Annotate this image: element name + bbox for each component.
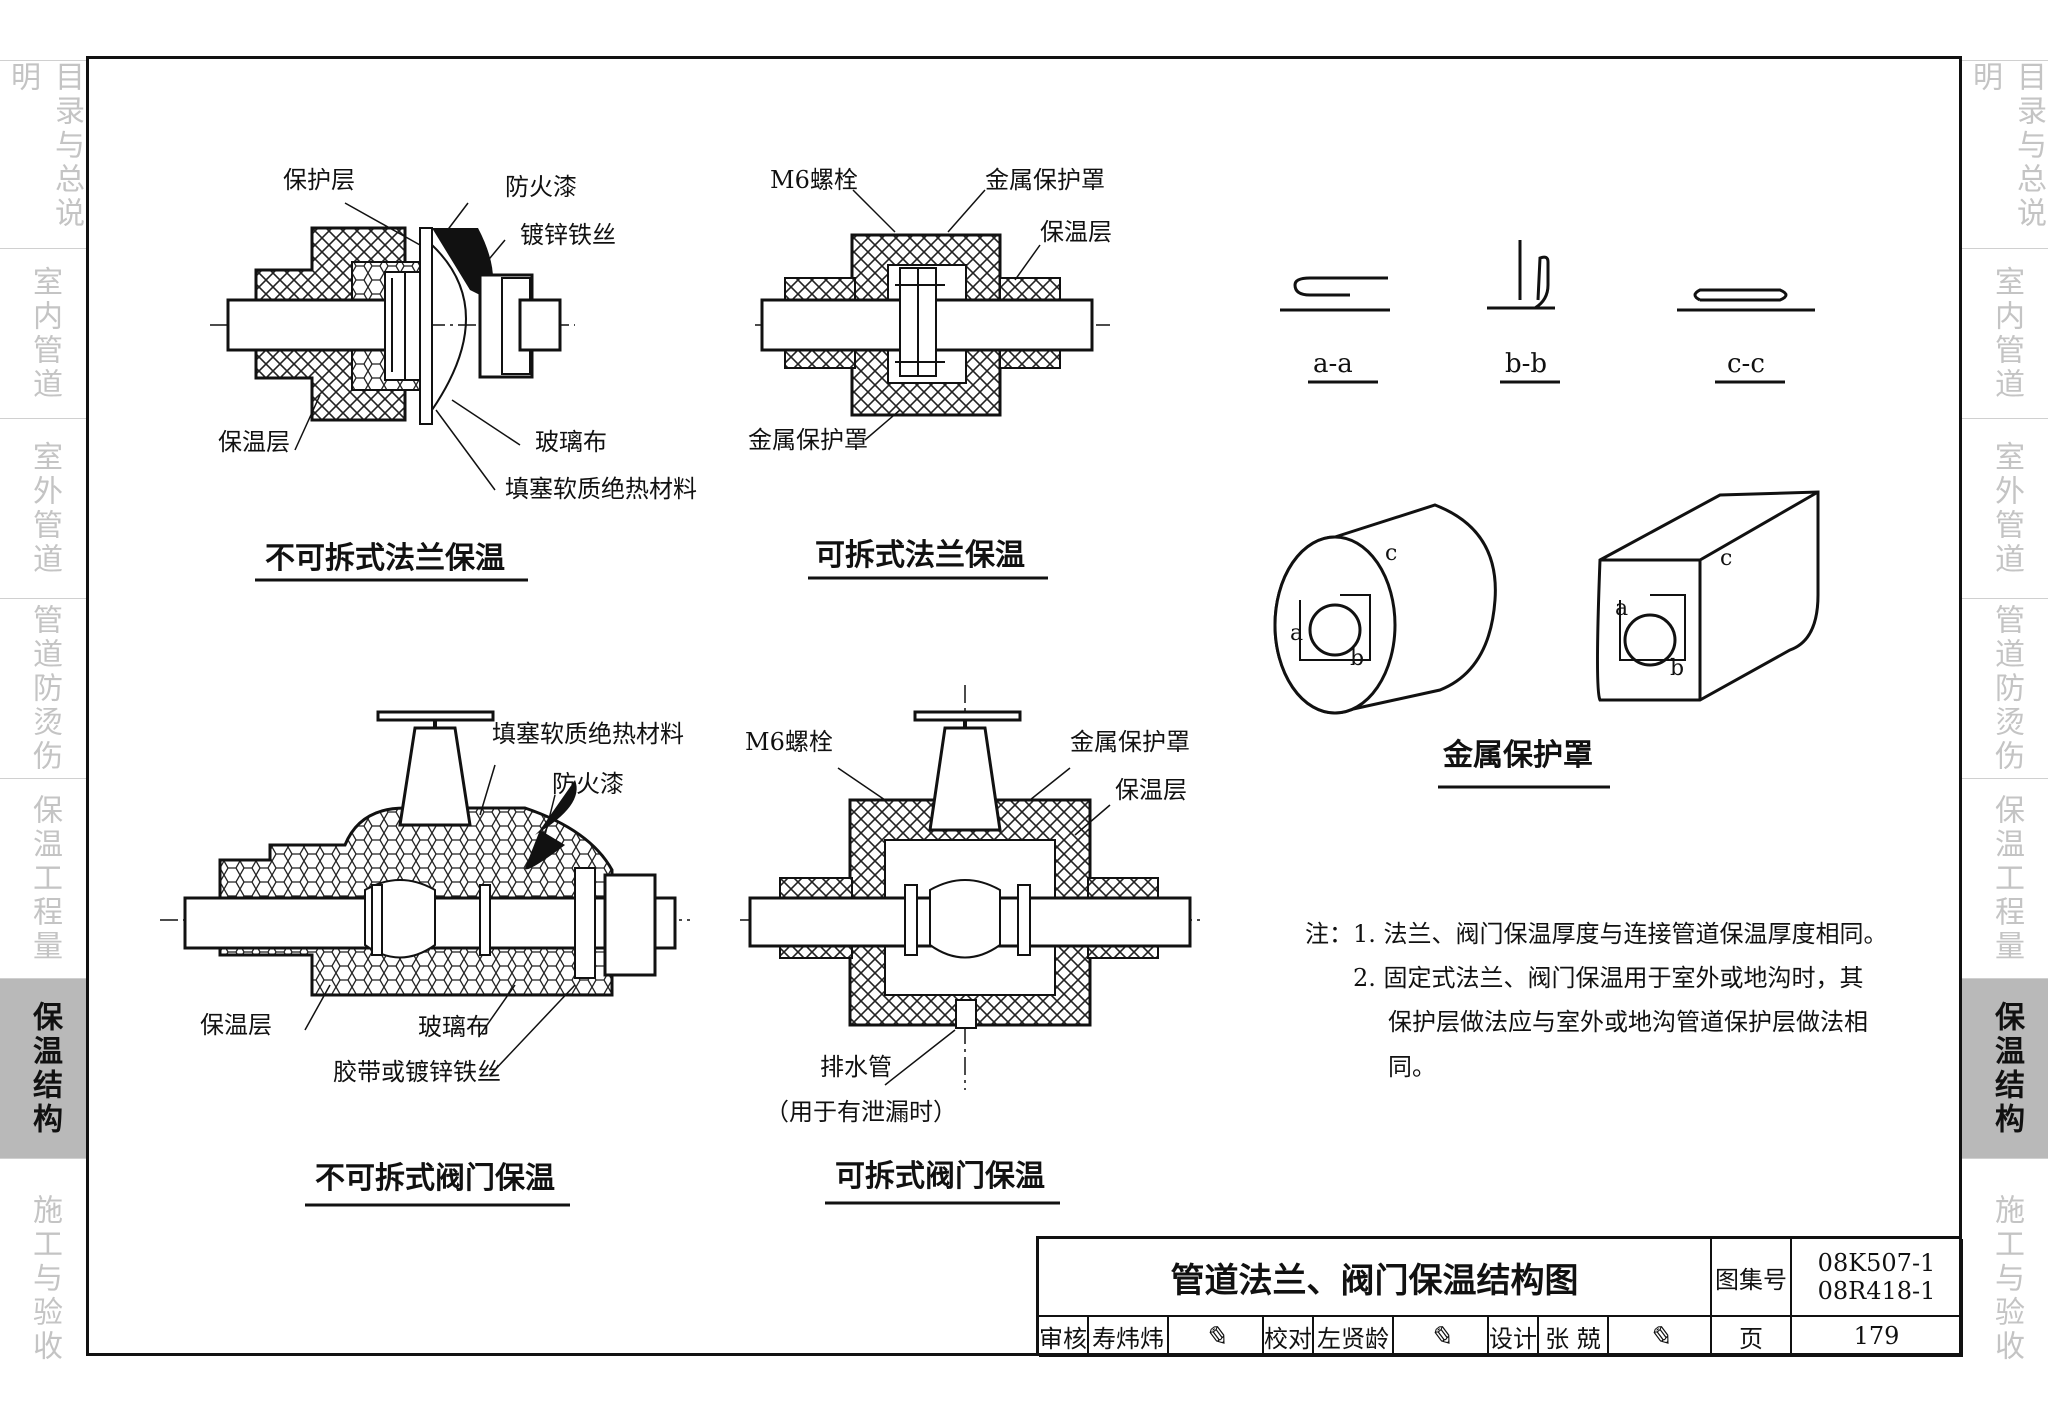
label-insulation: 保温层 <box>1115 776 1187 804</box>
marker-b: b <box>1350 646 1364 671</box>
section-bb: b-b <box>1505 349 1547 379</box>
label-fire-paint: 防火漆 <box>552 770 624 798</box>
title-fixed-valve: 不可拆式阀门保温 <box>315 1161 555 1196</box>
tab-outdoor[interactable]: 室外管道 <box>1962 418 2048 598</box>
design-label: 设计 <box>1489 1317 1539 1357</box>
tab-indoor[interactable]: 室内管道 <box>0 248 88 418</box>
marker-b: b <box>1670 656 1684 681</box>
marker-a: a <box>1615 596 1628 621</box>
label-insulation: 保温层 <box>1040 218 1112 246</box>
tab-acceptance[interactable]: 施工与验收 <box>1962 1158 2048 1398</box>
title-fixed-flange: 不可拆式法兰保温 <box>265 541 505 576</box>
diagram-removable-flange: M6螺栓 金属保护罩 保温层 金属保护罩 可拆式法兰保温 <box>748 166 1112 580</box>
note-2: 2. 固定式法兰、阀门保温用于室外或地沟时，其 <box>1353 964 1864 992</box>
diagram-fixed-valve: 填塞软质绝热材料 防火漆 保温层 玻璃布 胶带或镀锌铁丝 不可拆式阀门保温 <box>160 710 690 1207</box>
label-drain-pipe: 排水管 <box>820 1053 892 1081</box>
checker-signature: ✎ <box>1394 1317 1489 1357</box>
section-aa: a-a <box>1313 349 1353 379</box>
tab-quantity[interactable]: 保温工程量 <box>0 778 88 978</box>
marker-c: c <box>1385 541 1397 566</box>
title-metal-cover: 金属保护罩 <box>1442 738 1593 773</box>
label-galv-wire: 镀锌铁丝 <box>520 221 616 249</box>
tab-anti-scald[interactable]: 管道防烫伤 <box>0 598 88 778</box>
label-m6-bolt: M6螺栓 <box>745 728 833 756</box>
checker-name: 左贤龄 <box>1314 1317 1394 1357</box>
section-cc: c-c <box>1727 349 1765 379</box>
tab-quantity[interactable]: 保温工程量 <box>1962 778 2048 978</box>
label-filler: 填塞软质绝热材料 <box>505 475 697 503</box>
tab-outdoor[interactable]: 室外管道 <box>0 418 88 598</box>
label-insulation: 保温层 <box>200 1011 272 1039</box>
label-filler: 填塞软质绝热材料 <box>492 720 684 748</box>
label-tape-wire: 胶带或镀锌铁丝 <box>333 1058 501 1086</box>
label-m6-bolt: M6螺栓 <box>770 166 858 194</box>
diagram-removable-valve: M6螺栓 金属保护罩 保温层 排水管 （用于有泄漏时） 可拆式阀门保温 <box>740 685 1200 1205</box>
note-1: 1. 法兰、阀门保温厚度与连接管道保温厚度相同。 <box>1353 920 1888 948</box>
label-protective-layer: 保护层 <box>283 166 355 194</box>
designer-name: 张 兢 <box>1539 1317 1609 1357</box>
atlas-label: 图集号 <box>1712 1239 1792 1317</box>
atlas-no-1: 08K507-1 <box>1817 1249 1936 1277</box>
marker-a: a <box>1290 621 1303 646</box>
check-label: 校对 <box>1264 1317 1314 1357</box>
drawing-frame <box>86 56 1962 1356</box>
page-number: 179 <box>1792 1317 1963 1357</box>
page-label: 页 <box>1712 1317 1792 1357</box>
tab-contents[interactable]: 目录与总说明 <box>1962 60 2048 248</box>
tab-anti-scald[interactable]: 管道防烫伤 <box>1962 598 2048 778</box>
tab-indoor[interactable]: 室内管道 <box>1962 248 2048 418</box>
drawing-title: 管道法兰、阀门保温结构图 <box>1039 1239 1712 1317</box>
notes-prefix: 注： <box>1305 920 1353 948</box>
title-block: 管道法兰、阀门保温结构图 图集号 08K507-1 08R418-1 审核 寿炜… <box>1036 1236 1963 1357</box>
designer-signature: ✎ <box>1609 1317 1712 1357</box>
label-metal-cover: 金属保护罩 <box>985 166 1105 194</box>
atlas-no-2: 08R418-1 <box>1817 1277 1936 1305</box>
marker-c: c <box>1720 546 1732 571</box>
label-metal-cover: 金属保护罩 <box>1070 728 1190 756</box>
review-label: 审核 <box>1039 1317 1089 1357</box>
label-drain-note: （用于有泄漏时） <box>765 1098 957 1126</box>
diagram-fixed-flange: 保护层 防火漆 镀锌铁丝 保温层 玻璃布 填塞软质绝热材料 不可拆式法兰保温 <box>210 166 697 582</box>
label-glass-cloth: 玻璃布 <box>535 428 607 456</box>
tab-acceptance[interactable]: 施工与验收 <box>0 1158 88 1398</box>
notes: 注： 1. 法兰、阀门保温厚度与连接管道保温厚度相同。 2. 固定式法兰、阀门保… <box>1305 920 1888 1081</box>
title-removable-valve: 可拆式阀门保温 <box>835 1159 1045 1194</box>
reviewer-signature: ✎ <box>1169 1317 1264 1357</box>
tab-contents[interactable]: 目录与总说明 <box>0 60 88 248</box>
diagram-metal-cover: a-a b-b c-c a b c a b c 金属保护罩 <box>1273 240 1820 789</box>
label-glass-cloth: 玻璃布 <box>418 1013 490 1041</box>
tab-structure-active[interactable]: 保温结构 <box>1962 978 2048 1158</box>
atlas-number: 08K507-1 08R418-1 <box>1792 1239 1963 1317</box>
tab-structure-active[interactable]: 保温结构 <box>0 978 88 1158</box>
note-2-end: 同。 <box>1388 1053 1436 1081</box>
label-metal-cover-2: 金属保护罩 <box>748 426 868 454</box>
label-fire-paint: 防火漆 <box>505 173 577 201</box>
note-2-cont: 保护层做法应与室外或地沟管道保护层做法相 <box>1388 1008 1868 1036</box>
reviewer-name: 寿炜炜 <box>1089 1317 1169 1357</box>
label-insulation: 保温层 <box>218 428 290 456</box>
title-removable-flange: 可拆式法兰保温 <box>815 538 1025 573</box>
